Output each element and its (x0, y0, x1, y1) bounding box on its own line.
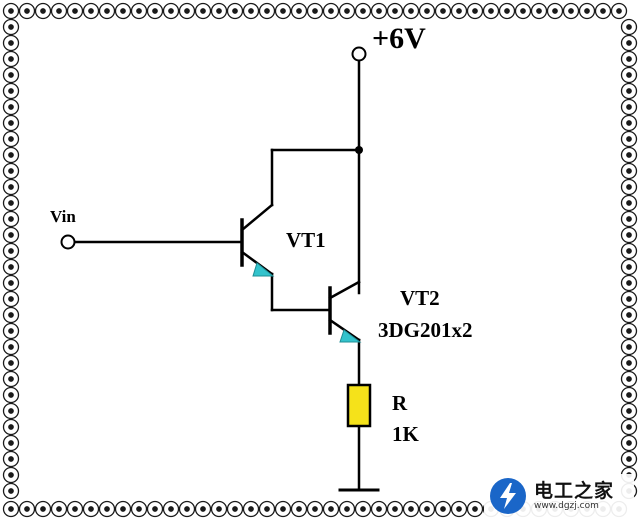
vt2-collector-leg (328, 280, 361, 300)
site-logo-icon (490, 478, 526, 514)
transistor-vt1-label: VT1 (286, 228, 326, 252)
supply-voltage-label: +6V (372, 22, 426, 55)
input-label: Vin (50, 207, 76, 226)
site-url: www.dgzj.com (534, 500, 599, 511)
resistor-name-label: R (392, 391, 408, 415)
transistor-vt2-label: VT2 (400, 286, 440, 310)
resistor-value-label: 1K (392, 422, 419, 446)
input-terminal (60, 234, 76, 250)
vt2-emitter-arrow (339, 329, 362, 343)
site-name: 电工之家 (534, 479, 615, 502)
vt1-collector-leg (240, 203, 274, 232)
transistor-part-number-label: 3DG201x2 (378, 318, 473, 342)
junction-dot (355, 146, 363, 154)
resistor-body (346, 383, 372, 428)
vt1-emitter-arrow (252, 262, 275, 277)
supply-terminal (351, 46, 367, 62)
site-watermark: 电工之家 www.dgzj.com (484, 474, 634, 518)
